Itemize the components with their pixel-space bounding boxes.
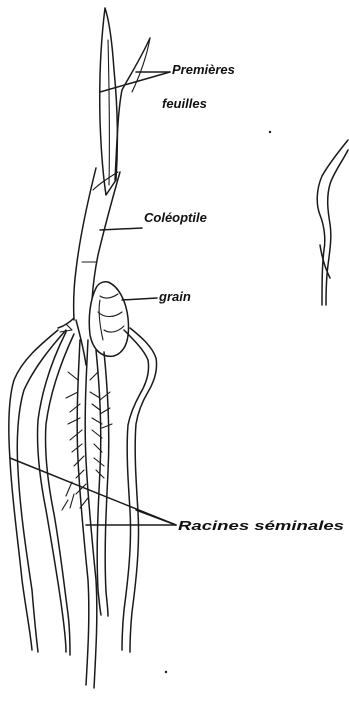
leader-racines-c: [136, 510, 176, 525]
first-leaves: [100, 8, 150, 195]
grain: [89, 282, 128, 356]
label-racines: Racines séminales: [178, 518, 344, 533]
label-grain: grain: [158, 289, 191, 304]
ink-speck: [269, 131, 271, 133]
secondary-seedling: [317, 140, 348, 305]
label-feuilles: feuilles: [162, 96, 207, 111]
label-coleoptile: Coléoptile: [144, 210, 207, 225]
ink-speck: [165, 671, 167, 673]
label-premieres: Premières: [172, 62, 235, 77]
leader-grain: [122, 298, 157, 300]
leader-coleoptile: [100, 228, 142, 230]
